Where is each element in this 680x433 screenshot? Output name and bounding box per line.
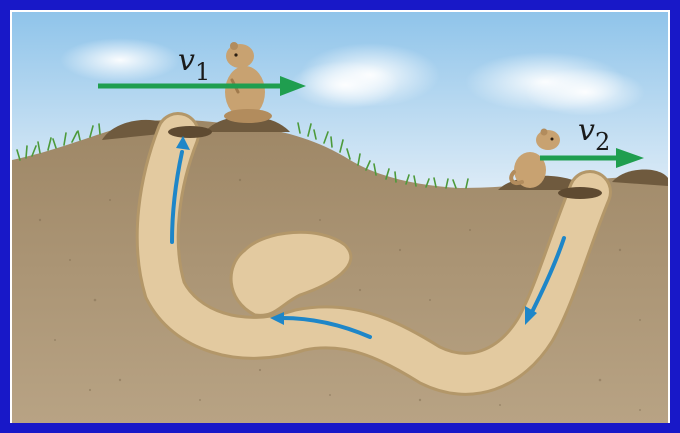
figure-frame: v1 v2: [0, 0, 680, 433]
burrow-diagram: v1 v2: [0, 0, 680, 433]
